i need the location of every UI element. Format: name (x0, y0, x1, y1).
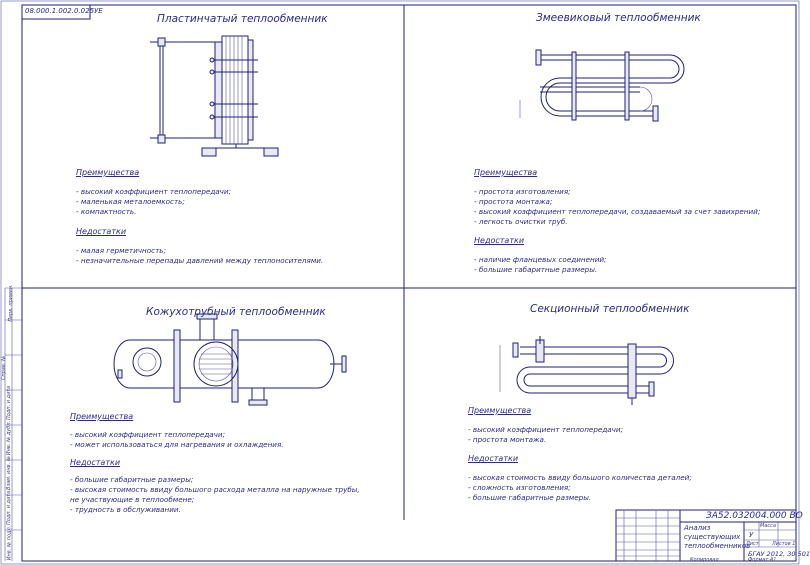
coil-dis-heading: Недостатки (474, 236, 525, 245)
stamp-code: ЗА52.032004.000 ВО (706, 511, 803, 521)
side-label-7: Перв. примен. (7, 284, 14, 322)
sectional-dis-3: - большие габаритные размеры. (468, 493, 592, 502)
sectional-exchanger-drawing (499, 336, 674, 405)
plate-dis-2: - незначительные перепады давлений между… (76, 256, 324, 265)
doc-code-box (21, 4, 91, 20)
side-label-1: Инв. № подл. (6, 525, 13, 561)
sectional-dis-2: - сложность изготовления; (468, 483, 571, 492)
plate-adv-1: - высокий коэффициент теплопередачи; (76, 187, 232, 196)
coil-title: Змеевиковый теплообменник (536, 12, 701, 24)
shell-dis-2: - высокая стоимость ввиду большого расхо… (70, 485, 360, 494)
coil-adv-1: - простота изготовления; (474, 187, 571, 196)
shell-dis-heading: Недостатки (70, 458, 121, 467)
shell-tube-exchanger-drawing (113, 313, 347, 406)
shell-adv-heading: Преимущества (70, 412, 134, 421)
coil-dis-1: - наличие фланцевых соединений; (474, 255, 607, 264)
stamp-format: Формат А1 (748, 557, 777, 563)
stamp-lit: У (749, 531, 754, 539)
coil-adv-2: - простота монтажа; (474, 197, 553, 206)
shell-dis-4: - трудность в обслуживании. (70, 505, 181, 514)
stamp-copied: Копировал (690, 557, 719, 563)
coil-exchanger-drawing (519, 49, 685, 122)
shell-dis-3: не участвующие в теплообмене; (70, 495, 195, 504)
side-label-4: Инв. № дубл. (6, 420, 13, 456)
plate-adv-heading: Преимущества (76, 168, 140, 177)
stamp-org: БГАУ 2012, 30 501 (748, 550, 810, 558)
sectional-title: Секционный теплообменник (530, 303, 690, 315)
stamp-scale-label: Масса (760, 523, 776, 529)
coil-adv-heading: Преимущества (474, 168, 538, 177)
plate-adv-2: - маленькая металоемкость; (76, 197, 185, 206)
title-block (615, 509, 797, 562)
stamp-name: Анализ существующих теплообменников (684, 524, 751, 550)
sectional-adv-2: - простота монтажа. (468, 435, 547, 444)
shell-dis-1: - большие габаритные размеры; (70, 475, 194, 484)
side-label-6: Справ. № (1, 355, 8, 381)
plate-adv-3: - компактность. (76, 207, 137, 216)
side-label-3: Взам. инв. № (5, 456, 12, 490)
shell-adv-2: - может использоваться для нагревания и … (70, 440, 284, 449)
coil-dis-2: - большие габаритные размеры. (474, 265, 598, 274)
sectional-dis-1: - высокая стоимость ввиду большого колич… (468, 473, 692, 482)
plate-exchanger-drawing (150, 35, 279, 157)
shell-adv-1: - высокий коэффициент теплопередачи; (70, 430, 226, 439)
side-label-5: Подп. и дата (6, 385, 13, 421)
sectional-dis-heading: Недостатки (468, 454, 519, 463)
plate-dis-heading: Недостатки (76, 227, 127, 236)
coil-adv-4: - легкость очистки труб. (474, 217, 568, 226)
stamp-sheets-label: Листов 1 (772, 541, 796, 547)
inner-frame (21, 4, 797, 562)
sectional-adv-1: - высокий коэффициент теплопередачи; (468, 425, 624, 434)
stamp-sheet-label: Лист (746, 541, 759, 547)
plate-dis-1: - малая герметичность; (76, 246, 166, 255)
sectional-adv-heading: Преимущества (468, 406, 532, 415)
side-label-2: Подп. и дата (6, 490, 13, 526)
plate-title: Пластинчатый теплообменник (157, 13, 328, 25)
coil-adv-3: - высокий коэффициент теплопередачи, соз… (474, 207, 761, 216)
shell-title: Кожухотрубный теплообменник (146, 306, 326, 318)
doc-code: 08.000.1.002.0.025УЕ (25, 7, 103, 15)
